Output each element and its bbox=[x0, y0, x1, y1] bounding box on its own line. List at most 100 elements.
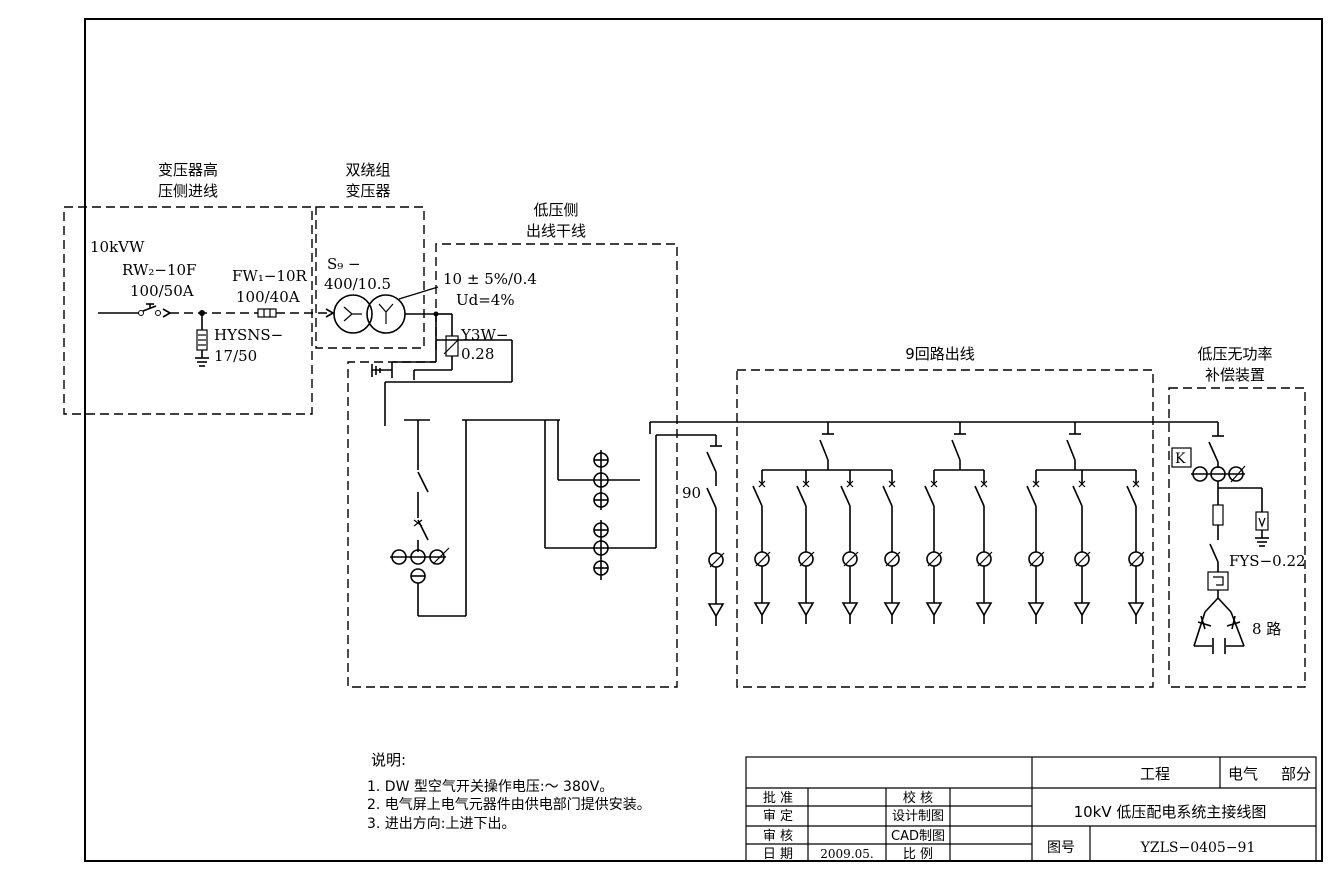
note-1: 1. DW 型空气开关操作电压:～ 380V。 bbox=[367, 779, 613, 795]
fuse-rating-label: 100/50A bbox=[130, 282, 194, 300]
circuit-0-1-ct bbox=[798, 551, 814, 567]
lv-arrester-model-label: Y3W− bbox=[460, 326, 508, 344]
tb-date-label: 日 期 bbox=[763, 847, 793, 862]
transformer-symbol bbox=[333, 286, 439, 334]
tb-check: 校 核 bbox=[903, 790, 933, 806]
label-lv-trunk-2: 出线干线 bbox=[526, 222, 586, 240]
circuit-2-1-ct-mark bbox=[1075, 551, 1091, 567]
tb-part: 部分 bbox=[1281, 765, 1311, 783]
circuit-2-1-breaker bbox=[1072, 485, 1083, 507]
line-voltage-label: 10kVW bbox=[90, 238, 145, 256]
tb-review: 审 定 bbox=[763, 809, 793, 824]
tb-scale: 比 例 bbox=[903, 847, 933, 862]
label-compensation-1: 低压无功率 bbox=[1197, 345, 1272, 363]
circuit-0-3-breaker bbox=[882, 485, 893, 507]
circuit-1-1-x2 bbox=[980, 480, 988, 488]
circuit-1-1-ct-mark bbox=[977, 551, 993, 567]
transformer-box bbox=[315, 206, 425, 349]
lv-connection bbox=[371, 311, 513, 426]
circuit-2-2-ct bbox=[1128, 551, 1144, 567]
transformer-model-label: S₉ − bbox=[327, 255, 361, 273]
label-compensation-2: 补偿装置 bbox=[1205, 366, 1265, 384]
circuit-2-0-ct bbox=[1028, 551, 1044, 567]
tb-audit: 审 核 bbox=[763, 829, 793, 844]
circuit-1-1-arrow bbox=[975, 602, 993, 617]
tb-approve: 批 准 bbox=[763, 791, 793, 806]
lv-arrester-rating-label: 0.28 bbox=[461, 345, 494, 363]
circuit-2-1-ct bbox=[1074, 551, 1090, 567]
group-0-switch bbox=[819, 439, 829, 461]
tb-drawing-no: YZLS−0405−91 bbox=[1140, 840, 1256, 856]
circuit-0-1-x2 bbox=[802, 480, 810, 488]
arrester-model-label: HYSNS− bbox=[214, 326, 283, 344]
tb-project: 工程 bbox=[1140, 765, 1170, 783]
circuit-2-1-arrow bbox=[1073, 602, 1091, 617]
lv-trunk-box bbox=[347, 243, 678, 688]
notes-heading: 说明: bbox=[371, 751, 406, 769]
circuit-0-0-breaker bbox=[752, 485, 763, 507]
circuit-0-2-breaker bbox=[840, 485, 851, 507]
circuit-0-0-ct bbox=[754, 551, 770, 567]
label-transformer-2: 变压器 bbox=[345, 182, 390, 200]
impedance-label: Ud=4% bbox=[456, 291, 515, 309]
lv-main-breaker bbox=[390, 419, 560, 617]
outgoing-circuits bbox=[752, 422, 1145, 624]
comp-count-label: 8 路 bbox=[1252, 620, 1281, 638]
compensation-box bbox=[1168, 387, 1306, 688]
circuit-2-0-arrow bbox=[1027, 602, 1045, 617]
circuit-2-0-breaker bbox=[1026, 485, 1037, 507]
circuit-2-0-x2 bbox=[1032, 480, 1040, 488]
compensation-circuit bbox=[1191, 422, 1269, 654]
circuit-0-0-x2 bbox=[758, 480, 766, 488]
circuit-0-3-ct-mark bbox=[885, 551, 901, 567]
circuit-1-0-ct-mark bbox=[927, 551, 943, 567]
hv-inlet-box bbox=[63, 206, 313, 415]
circuit-1-0-arrow bbox=[925, 602, 943, 617]
circuit-0-0-ct-mark bbox=[755, 551, 771, 567]
circuit-1-1-ct bbox=[976, 551, 992, 567]
circuit-0-1-arrow bbox=[797, 602, 815, 617]
label-transformer-1: 双绕组 bbox=[345, 161, 390, 179]
transformer-rating-label: 400/10.5 bbox=[324, 275, 391, 293]
group-2-switch bbox=[1066, 439, 1076, 461]
circuit-0-0-arrow bbox=[753, 602, 771, 617]
circuit-0-2-arrow bbox=[841, 602, 859, 617]
tb-cad: CAD制图 bbox=[891, 829, 945, 844]
label-lv-trunk-1: 低压侧 bbox=[533, 201, 578, 219]
label-hv-inlet-1: 变压器高 bbox=[158, 161, 218, 179]
arrester-rating-label: 17/50 bbox=[214, 347, 257, 365]
circuit-2-2-arrow bbox=[1127, 602, 1145, 617]
circuit-0-2-ct-mark bbox=[843, 551, 859, 567]
load-switch-model-label: FW₁−10R bbox=[232, 267, 307, 285]
group-1-switch bbox=[951, 439, 961, 461]
tap-range-label: 10 ± 5%/0.4 bbox=[443, 270, 537, 288]
circuit-0-2-x2 bbox=[846, 480, 854, 488]
outgoing-box bbox=[736, 369, 1154, 688]
circuit-0-1-breaker bbox=[796, 485, 807, 507]
circuit-1-0-breaker bbox=[924, 485, 935, 507]
label-outgoing: 9回路出线 bbox=[905, 345, 975, 363]
comp-k-box bbox=[1171, 447, 1192, 468]
circuit-0-2-ct bbox=[842, 551, 858, 567]
comp-k-label: K bbox=[1175, 451, 1186, 467]
tb-design: 设计制图 bbox=[892, 809, 944, 824]
lv-metering bbox=[544, 420, 716, 580]
circuit-1-0-ct bbox=[926, 551, 942, 567]
circuit-2-0-ct-mark bbox=[1029, 551, 1045, 567]
circuit-2-2-breaker bbox=[1126, 485, 1137, 507]
circuit-2-1-x2 bbox=[1078, 480, 1086, 488]
circuit-2-2-x2 bbox=[1132, 480, 1140, 488]
circuit-0-1-ct-mark bbox=[799, 551, 815, 567]
tb-drawing-no-label: 图号 bbox=[1047, 840, 1075, 856]
circuit-0-3-ct bbox=[884, 551, 900, 567]
title-block bbox=[745, 756, 1317, 862]
circuit-1-1-breaker bbox=[974, 485, 985, 507]
circuit-1-0-x2 bbox=[930, 480, 938, 488]
branch-90 bbox=[706, 435, 725, 626]
load-switch-rating-label: 100/40A bbox=[236, 288, 300, 306]
circuit-2-2-ct-mark bbox=[1129, 551, 1145, 567]
tb-date: 2009.05. bbox=[820, 847, 873, 861]
circuit-0-3-arrow bbox=[883, 602, 901, 617]
tb-drawing-title: 10kV 低压配电系统主接线图 bbox=[1074, 803, 1267, 821]
